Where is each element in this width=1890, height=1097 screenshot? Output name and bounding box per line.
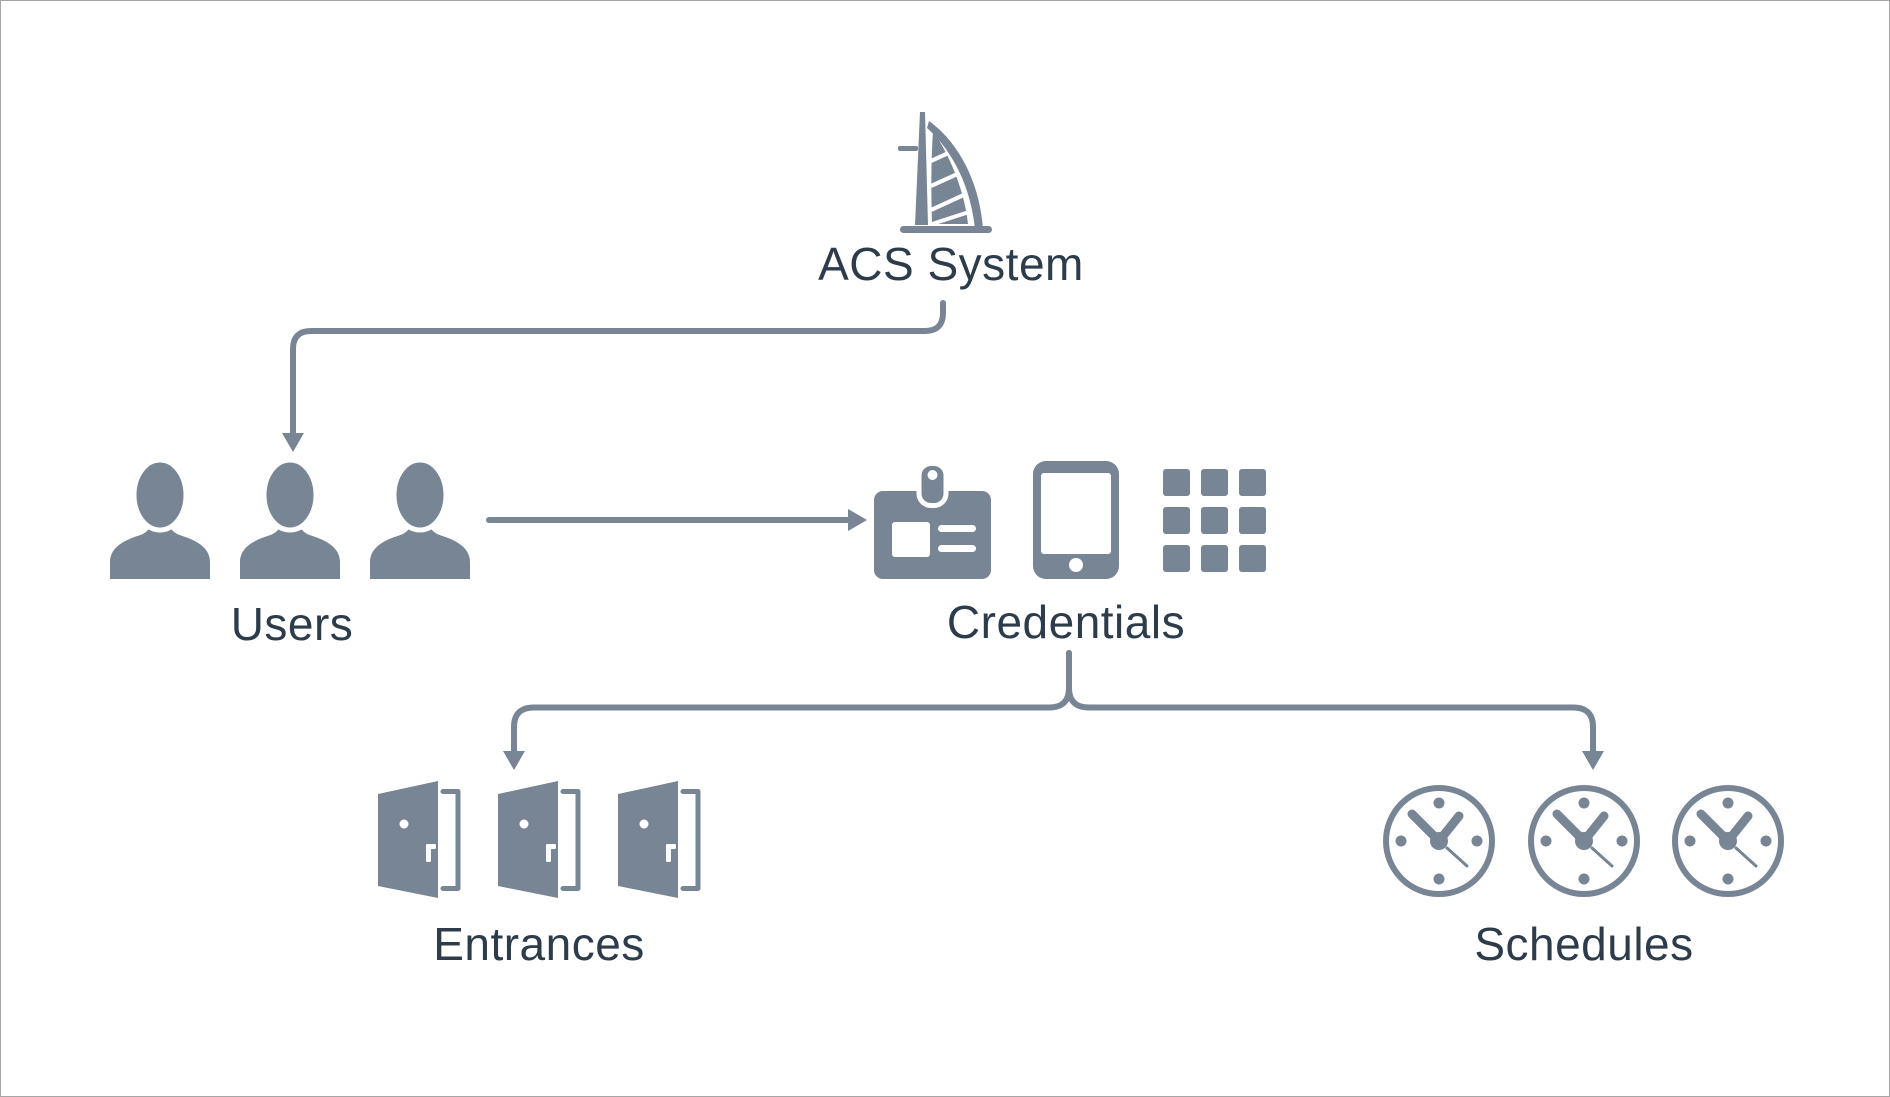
person-icon bbox=[370, 457, 470, 579]
entrances-label: Entrances bbox=[433, 918, 645, 970]
acs-system-label: ACS System bbox=[818, 238, 1084, 290]
open-door-icon bbox=[618, 781, 701, 898]
clock-icon bbox=[1383, 785, 1495, 897]
person-icon bbox=[110, 457, 210, 579]
users-icon-group bbox=[110, 457, 470, 579]
clock-icon bbox=[1672, 785, 1784, 897]
open-door-icon bbox=[378, 781, 461, 898]
smartphone-icon bbox=[1033, 461, 1119, 579]
person-icon bbox=[240, 457, 340, 579]
users-label: Users bbox=[230, 598, 354, 650]
burj-al-arab-tower-icon bbox=[898, 112, 992, 233]
arrow-credentials-to-entrances bbox=[503, 650, 1072, 770]
clock-icon bbox=[1528, 785, 1640, 897]
open-door-icon bbox=[498, 781, 581, 898]
keypad-icon bbox=[1163, 469, 1266, 572]
id-badge-icon bbox=[874, 461, 991, 579]
arrow-users-to-credentials bbox=[486, 509, 867, 531]
entrances-icon-group bbox=[378, 781, 701, 898]
credentials-label: Credentials bbox=[946, 596, 1186, 648]
credentials-icon-group bbox=[874, 461, 1266, 579]
arrow-acs-to-users bbox=[282, 300, 946, 452]
schedules-icon-group bbox=[1383, 785, 1784, 897]
arrow-credentials-to-schedules bbox=[1066, 650, 1604, 770]
schedules-label: Schedules bbox=[1474, 918, 1694, 970]
